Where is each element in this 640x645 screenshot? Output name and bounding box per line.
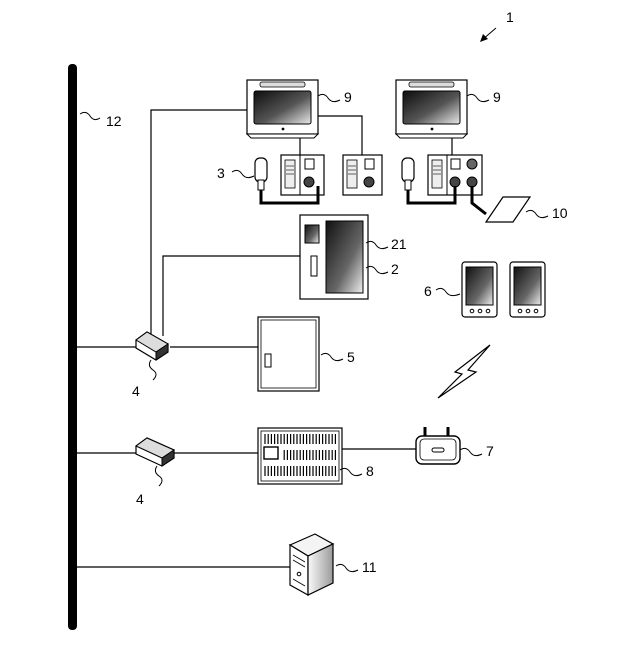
label-panel: 2 — [391, 261, 399, 277]
label-card: 10 — [552, 205, 568, 221]
hub-top — [136, 332, 168, 360]
server — [290, 534, 333, 595]
label-handset: 3 — [217, 165, 225, 181]
label-router: 7 — [486, 443, 494, 459]
label-monitor-right: 9 — [493, 89, 501, 105]
label-system: 1 — [506, 9, 514, 25]
label-monitor-left: 9 — [344, 89, 352, 105]
tablet-right — [510, 262, 545, 317]
label-cabinet: 5 — [347, 349, 355, 365]
monitor-left — [247, 80, 318, 138]
label-tablets: 6 — [424, 283, 432, 299]
tablet-left — [462, 262, 497, 317]
label-hub-bottom: 4 — [136, 491, 144, 507]
router — [416, 427, 460, 464]
hub-bottom — [136, 438, 174, 466]
label-server: 11 — [362, 559, 377, 575]
label-controller: 8 — [366, 463, 374, 479]
monitor-right — [396, 80, 467, 138]
system-arrowhead — [480, 34, 488, 42]
label-hub-top: 4 — [132, 383, 140, 399]
controller — [258, 428, 342, 484]
network-backbone — [68, 64, 77, 630]
intercom-unit-b — [343, 155, 382, 195]
card — [486, 197, 530, 222]
label-panel-sub: 21 — [391, 236, 407, 252]
control-panel — [300, 215, 368, 299]
label-network-line: 12 — [106, 113, 122, 129]
wireless-icon — [438, 345, 490, 398]
cabinet — [258, 317, 319, 391]
